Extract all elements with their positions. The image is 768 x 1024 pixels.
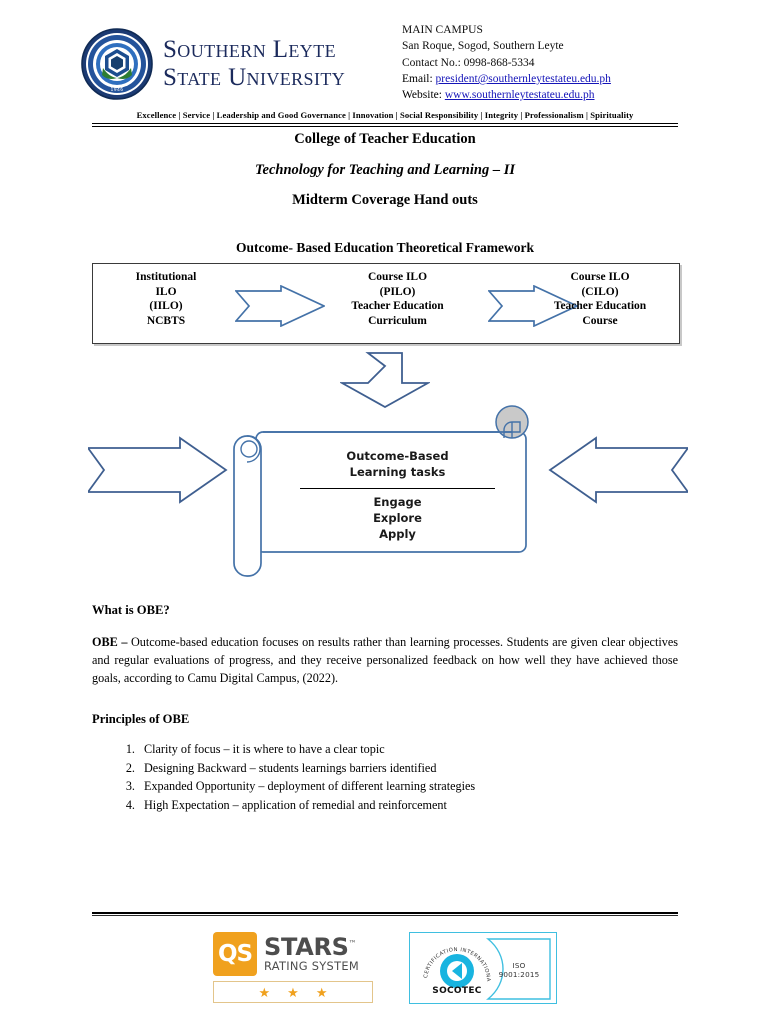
qs-star-rating-bar: ★ ★ ★ (213, 981, 373, 1003)
obe-definition-paragraph: OBE – Outcome-based education focuses on… (92, 634, 678, 688)
socotec-name: SOCOTEC (432, 986, 482, 996)
university-name-line2: State University (163, 64, 346, 91)
website-link[interactable]: www.southernleytestateu.edu.ph (444, 89, 595, 102)
framework-cell-pilo-line3: Teacher Education (351, 300, 444, 313)
framework-cell-iilo-line4: NCBTS (146, 315, 186, 328)
socotec-iso-badge-shape (486, 938, 551, 1000)
framework-cell-pilo: Course ILO (PILO) Teacher Education Curr… (315, 270, 480, 329)
socotec-mark: CERTIFICATION INTERNATIONAL (416, 934, 496, 1000)
campus-contact-block: MAIN CAMPUS San Roque, Sogod, Southern L… (402, 18, 611, 104)
framework-cell-pilo-line1: Course ILO (367, 271, 428, 283)
framework-cell-iilo-line1: Institutional (135, 271, 197, 283)
framework-cell-cilo: Course ILO (CILO) Teacher Education Cour… (525, 270, 675, 329)
principles-heading: Principles of OBE (92, 712, 190, 726)
scroll-left-arrow-icon (86, 436, 228, 504)
framework-cell-cilo-line3: Teacher Education (553, 300, 647, 313)
qs-stars-logo-top: QS STARS™ RATING SYSTEM (213, 932, 373, 976)
qs-stars-word: STARS™ (264, 933, 357, 962)
university-seal-icon: 1946 (81, 28, 153, 100)
list-item: Expanded Opportunity – deployment of dif… (138, 777, 708, 796)
scroll-heading-line2: Learning tasks (349, 465, 446, 480)
footer-divider (92, 912, 678, 916)
learning-tasks-scroll: Outcome-Based Learning tasks Engage Expl… (86, 400, 690, 590)
obe-paragraph-lead: OBE – (92, 635, 131, 649)
document-header: 1946 Southern Leyte State University MAI… (75, 18, 685, 110)
scroll-task-explore: Explore (373, 510, 422, 525)
scroll-task-engage: Engage (373, 494, 422, 509)
qs-wordmark: STARS™ RATING SYSTEM (264, 935, 359, 973)
framework-right-arrow-1-icon (234, 284, 327, 328)
scroll-right-arrow-icon (548, 436, 690, 504)
framework-cell-iilo-line2: ILO (155, 285, 177, 298)
framework-diagram-box: Institutional ILO (IILO) NCBTS Course IL… (92, 263, 680, 344)
qs-rating-system-text: RATING SYSTEM (264, 959, 359, 974)
principles-list: Clarity of focus – it is where to have a… (108, 740, 708, 814)
document-titles: College of Teacher Education Technology … (92, 132, 678, 224)
framework-cell-cilo-line4: Course (582, 315, 618, 328)
document-subtitle: Midterm Coverage Hand outs (292, 192, 478, 208)
framework-cell-iilo-line3: (IILO) (149, 300, 183, 313)
university-branding: 1946 Southern Leyte State University (75, 18, 380, 110)
header-divider (92, 123, 678, 127)
footer-accreditation-logos: QS STARS™ RATING SYSTEM ★ ★ ★ CE (92, 932, 678, 1012)
list-item: Clarity of focus – it is where to have a… (138, 740, 708, 759)
framework-cell-cilo-line2: (CILO) (581, 285, 619, 298)
socotec-iso-standard: ISO 9001:2015 (498, 961, 540, 979)
socotec-logo: CERTIFICATION INTERNATIONAL SOCOTEC ISO … (409, 932, 557, 1004)
framework-cell-pilo-line4: Curriculum (368, 315, 427, 328)
framework-cell-iilo: Institutional ILO (IILO) NCBTS (101, 270, 231, 329)
scroll-task-apply: Apply (379, 527, 416, 542)
core-values-tagline: Excellence | Service | Leadership and Go… (136, 110, 634, 120)
list-item: Designing Backward – students learnings … (138, 759, 708, 778)
framework-down-arrow-icon (338, 352, 432, 409)
email-label: Email: (402, 72, 433, 85)
framework-title: Outcome- Based Education Theoretical Fra… (236, 240, 534, 255)
qs-trademark-symbol: ™ (348, 939, 357, 949)
university-name: Southern Leyte State University (163, 36, 345, 92)
campus-contact-number: Contact No.: 0998-868-5334 (402, 56, 535, 69)
university-name-line1: Southern Leyte (163, 36, 337, 63)
campus-website-line: Website: www.southernleytestateu.edu.ph (402, 87, 611, 103)
framework-cell-cilo-line1: Course ILO (570, 271, 630, 283)
star-icon: ★ (258, 984, 271, 1000)
scroll-content: Outcome-Based Learning tasks Engage Expl… (300, 448, 495, 543)
star-icon: ★ (287, 984, 299, 1000)
qs-stars-text: STARS (264, 933, 349, 962)
svg-text:1946: 1946 (110, 87, 123, 93)
campus-label: MAIN CAMPUS (402, 24, 483, 36)
campus-email-line: Email: president@southernleytestateu.edu… (402, 71, 611, 87)
framework-right-arrow-2-icon (487, 284, 580, 328)
star-icon: ★ (315, 984, 328, 1000)
list-item: High Expectation – application of remedi… (138, 796, 708, 815)
qs-mark-icon: QS (213, 932, 257, 976)
college-title: College of Teacher Education (294, 131, 476, 147)
course-title: Technology for Teaching and Learning – I… (255, 161, 515, 178)
obe-paragraph-body: Outcome-based education focuses on resul… (92, 635, 678, 685)
campus-address: San Roque, Sogod, Southern Leyte (402, 40, 564, 53)
email-link[interactable]: president@southernleytestateu.edu.ph (435, 72, 611, 85)
website-label: Website: (402, 89, 442, 102)
scroll-divider (300, 487, 495, 489)
scroll-heading-line1: Outcome-Based (346, 449, 449, 463)
framework-cell-pilo-line2: (PILO) (379, 285, 416, 298)
what-is-obe-heading: What is OBE? (92, 603, 170, 617)
tagline-section: Excellence | Service | Leadership and Go… (92, 110, 678, 127)
qs-stars-logo: QS STARS™ RATING SYSTEM ★ ★ ★ (213, 932, 373, 1003)
